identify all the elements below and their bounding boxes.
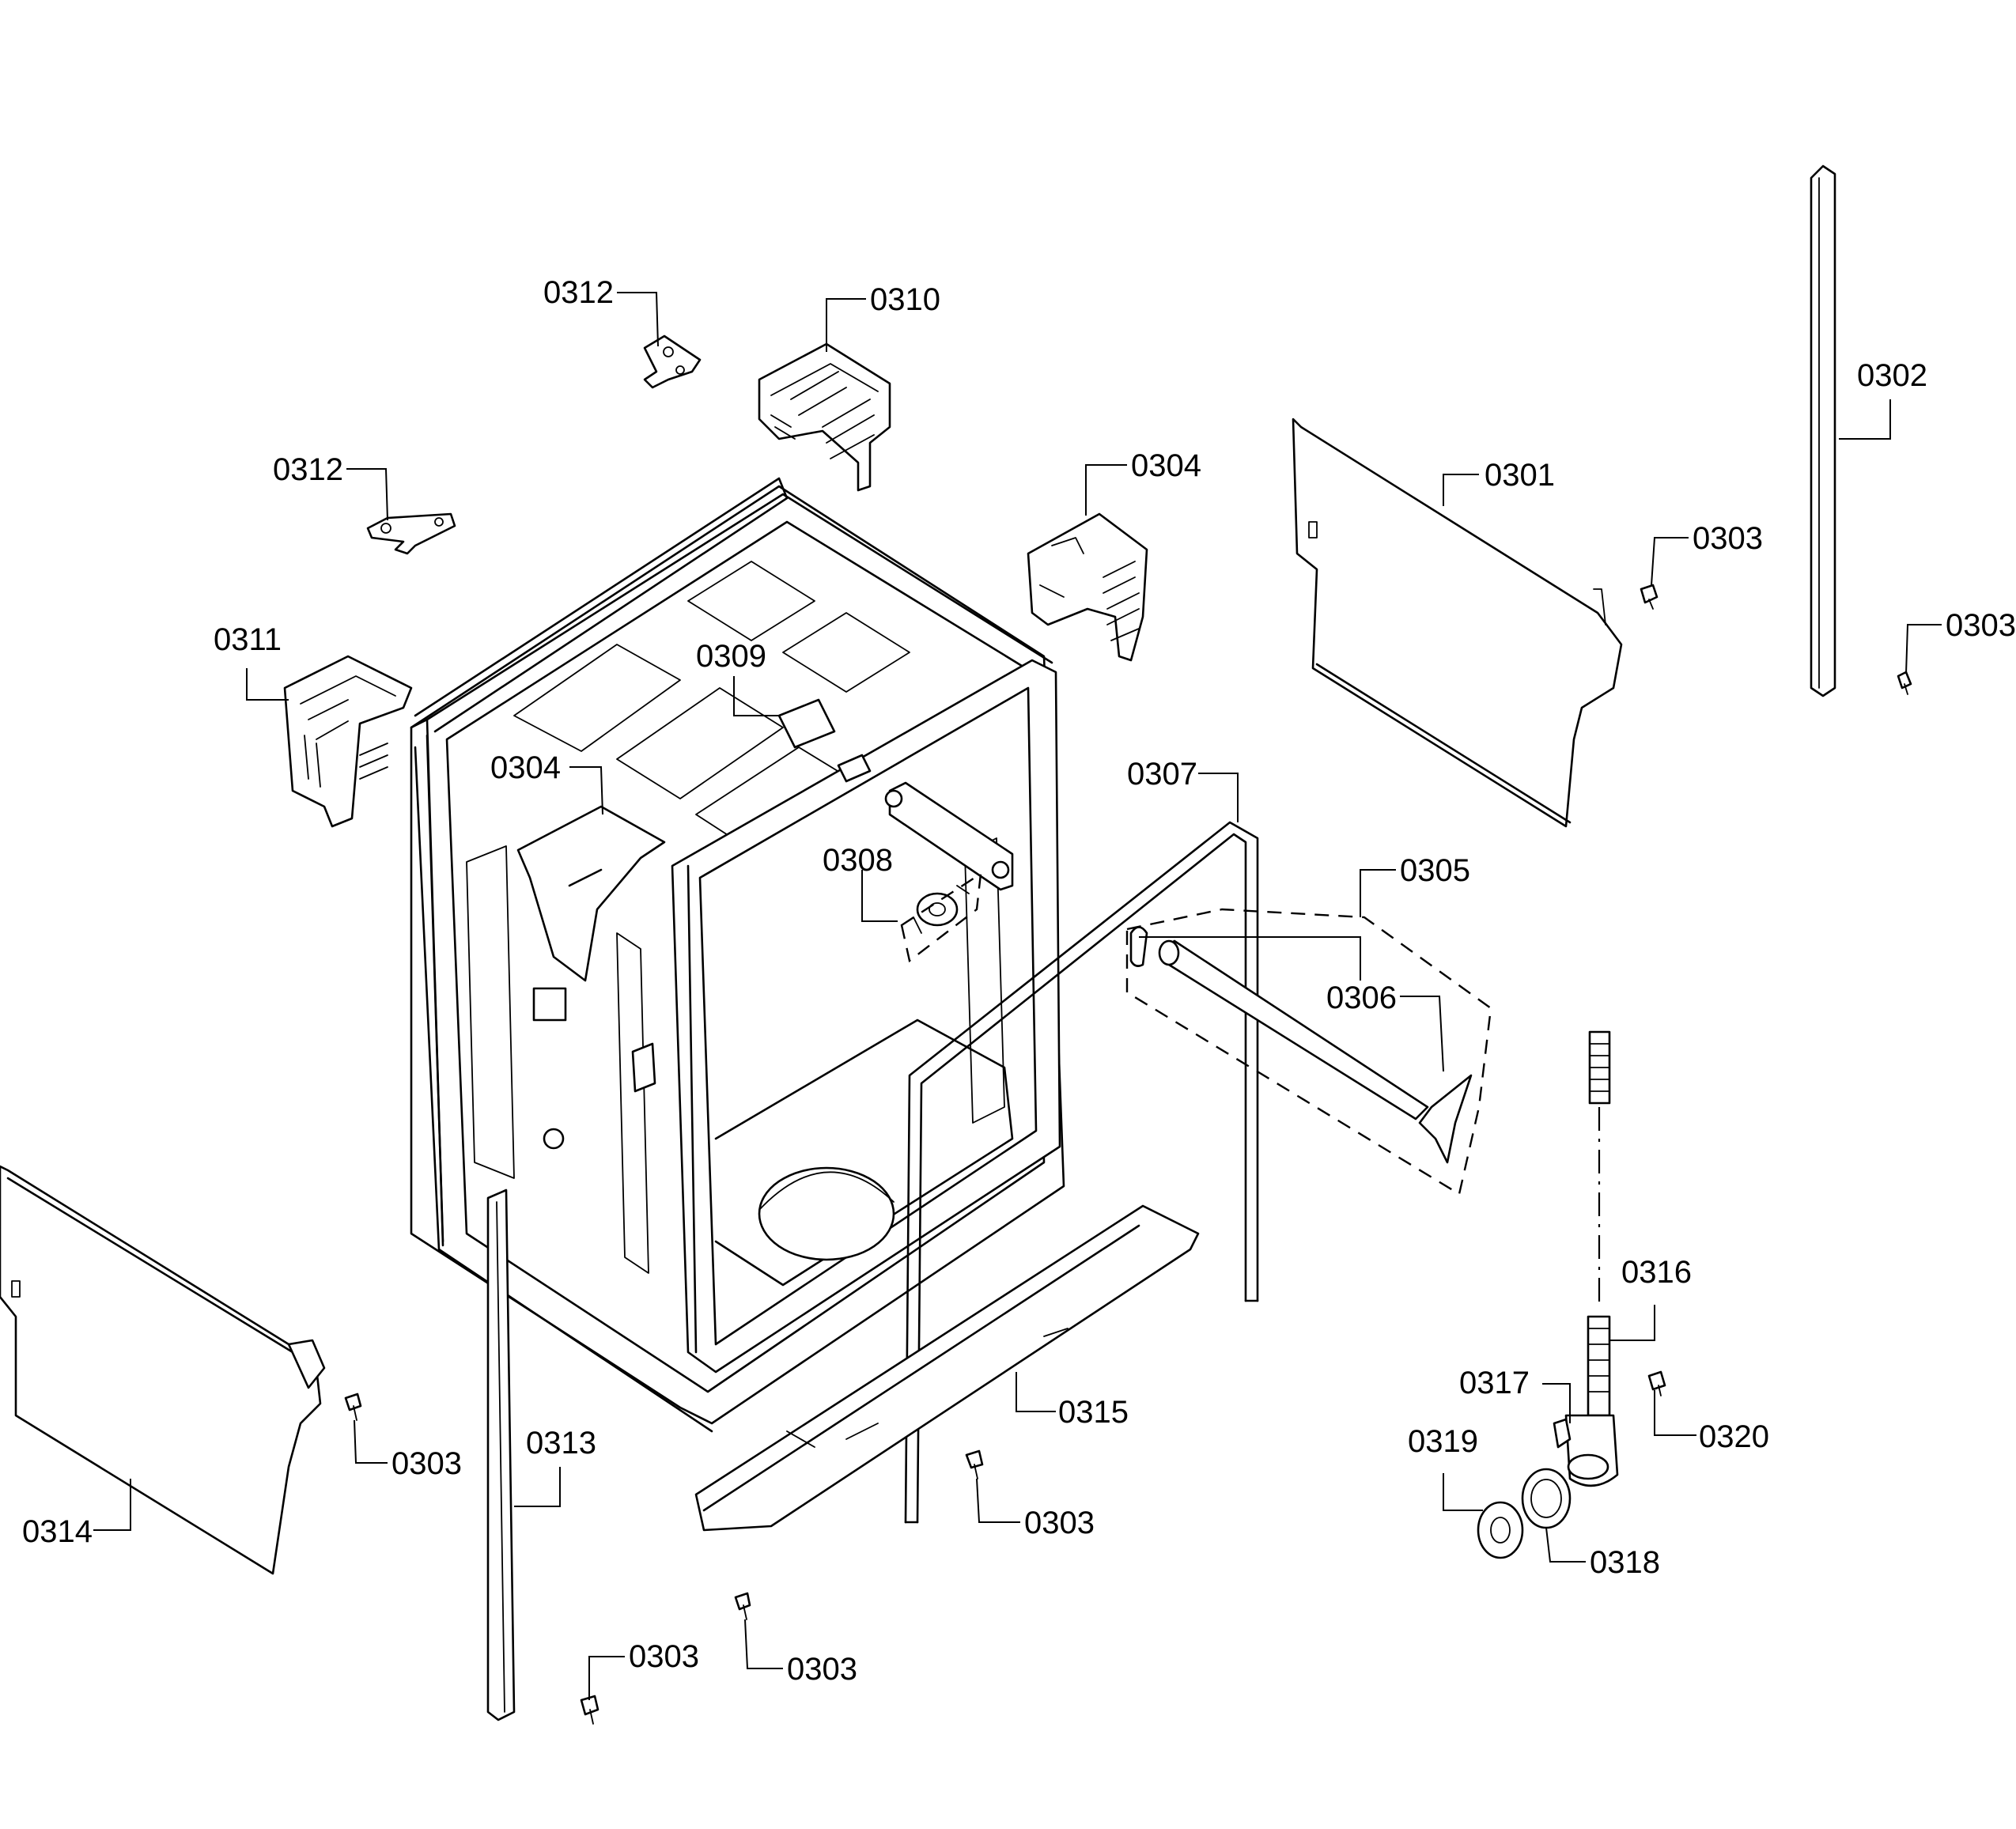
hinge-bar-0305	[1125, 908, 1492, 1196]
label-0309: 0309	[696, 639, 766, 674]
part-labels: 0312 0310 0312 0304 0301 0302 0303 0303 …	[22, 275, 2016, 1687]
label-0303d: 0303	[787, 1652, 857, 1687]
hinge-assembly-0308	[884, 781, 1014, 963]
label-0304a: 0304	[1131, 448, 1201, 483]
side-trim-0313	[486, 1188, 516, 1721]
fitting-0317	[1553, 1414, 1619, 1487]
bracket-0312a	[643, 334, 702, 389]
bracket-0304a	[1027, 512, 1148, 662]
label-0302: 0302	[1857, 358, 1927, 393]
label-0318: 0318	[1590, 1545, 1660, 1580]
label-0303b: 0303	[1946, 608, 2016, 643]
label-0303f: 0303	[629, 1639, 699, 1674]
screws	[344, 584, 1912, 1725]
screw-0303-d	[734, 1592, 751, 1620]
label-0317: 0317	[1459, 1366, 1530, 1400]
label-0304b: 0304	[490, 750, 561, 785]
label-0306: 0306	[1326, 981, 1397, 1015]
screw-0303-c	[965, 1449, 984, 1479]
screw-0303-a	[1640, 584, 1659, 610]
label-0311: 0311	[214, 622, 282, 657]
rail-0302	[1810, 164, 1836, 697]
panel-0301	[1292, 418, 1623, 828]
bracket-0312b	[366, 512, 456, 555]
label-0310: 0310	[870, 282, 940, 317]
label-0303a: 0303	[1693, 521, 1763, 556]
label-0316: 0316	[1621, 1255, 1692, 1290]
label-0312a: 0312	[543, 275, 614, 310]
label-0303e: 0303	[391, 1446, 462, 1481]
screw-0303-e	[344, 1393, 362, 1421]
label-0312b: 0312	[273, 452, 343, 487]
label-0301: 0301	[1485, 458, 1555, 493]
screw-0320	[1647, 1370, 1666, 1396]
cap-0319	[1477, 1501, 1524, 1559]
label-0313: 0313	[526, 1426, 596, 1461]
label-0307: 0307	[1127, 757, 1197, 792]
label-0308: 0308	[823, 843, 893, 878]
bracket-0311	[283, 655, 413, 828]
bracket-0310	[758, 342, 891, 492]
ring-0318	[1521, 1468, 1572, 1529]
leader-lines	[93, 292, 1942, 1700]
screw-0303-b	[1897, 671, 1912, 695]
trim-strip-0315	[694, 1204, 1200, 1532]
hose-0316	[1587, 1030, 1611, 1417]
label-0315: 0315	[1058, 1395, 1129, 1430]
label-0314: 0314	[22, 1514, 93, 1549]
label-0319: 0319	[1408, 1424, 1478, 1459]
label-0305: 0305	[1400, 853, 1470, 888]
screw-0303-f	[580, 1695, 600, 1725]
label-0303c: 0303	[1024, 1506, 1095, 1540]
label-0320: 0320	[1699, 1419, 1769, 1454]
panel-0314	[0, 1165, 326, 1575]
tub-assembly	[410, 477, 1065, 1433]
